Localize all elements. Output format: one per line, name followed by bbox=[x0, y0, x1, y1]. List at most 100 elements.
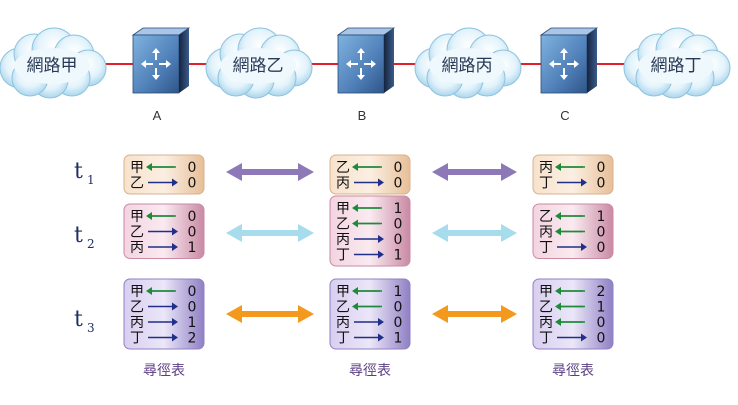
svg-text:1: 1 bbox=[394, 331, 403, 347]
svg-text:0: 0 bbox=[188, 176, 197, 192]
svg-text:0: 0 bbox=[597, 315, 606, 331]
cloud-label: 網路甲 bbox=[27, 56, 78, 76]
svg-text:0: 0 bbox=[597, 240, 606, 256]
svg-text:0: 0 bbox=[188, 209, 197, 225]
svg-text:1: 1 bbox=[188, 315, 197, 331]
svg-text:丙: 丙 bbox=[130, 240, 144, 256]
router-A: A bbox=[131, 27, 191, 123]
svg-text:甲: 甲 bbox=[130, 284, 144, 300]
svg-text:丁: 丁 bbox=[336, 248, 350, 264]
exchange-arrows bbox=[226, 163, 517, 323]
router-C: C bbox=[539, 27, 599, 123]
svg-text:0: 0 bbox=[188, 225, 197, 241]
svg-text:丙: 丙 bbox=[336, 315, 350, 331]
svg-text:丙: 丙 bbox=[130, 315, 144, 331]
network-clouds: 網路甲 網路乙 網路丙 網路丁 bbox=[0, 27, 731, 99]
svg-text:丁: 丁 bbox=[539, 240, 553, 256]
routing-table-caption: 尋徑表 bbox=[349, 363, 391, 379]
svg-text:0: 0 bbox=[394, 300, 403, 316]
svg-text:0: 0 bbox=[597, 160, 606, 176]
svg-text:丁: 丁 bbox=[539, 176, 553, 192]
cloud-label: 網路丙 bbox=[442, 56, 493, 76]
svg-text:t: t bbox=[74, 159, 83, 184]
svg-text:3: 3 bbox=[87, 321, 95, 335]
router-label: A bbox=[153, 108, 162, 123]
router-arrows-icon bbox=[141, 48, 171, 80]
svg-text:甲: 甲 bbox=[130, 160, 144, 176]
svg-text:1: 1 bbox=[394, 284, 403, 300]
routers: A B C bbox=[131, 27, 599, 123]
svg-text:丁: 丁 bbox=[130, 331, 144, 347]
svg-text:丙: 丙 bbox=[539, 225, 553, 241]
svg-text:甲: 甲 bbox=[336, 284, 350, 300]
cloud-label: 網路丁 bbox=[651, 56, 702, 76]
exchange-arrow-t1-2 bbox=[432, 163, 517, 181]
svg-text:甲: 甲 bbox=[130, 209, 144, 225]
router-B: B bbox=[336, 27, 396, 123]
svg-text:1: 1 bbox=[394, 248, 403, 264]
svg-text:1: 1 bbox=[597, 209, 606, 225]
svg-text:0: 0 bbox=[394, 217, 403, 233]
routing-table-caption: 尋徑表 bbox=[143, 363, 185, 379]
svg-text:2: 2 bbox=[188, 331, 197, 347]
exchange-arrow-t3-1 bbox=[226, 305, 314, 323]
svg-text:丙: 丙 bbox=[539, 315, 553, 331]
svg-text:丙: 丙 bbox=[336, 232, 350, 248]
svg-text:2: 2 bbox=[597, 284, 606, 300]
svg-text:丙: 丙 bbox=[336, 176, 350, 192]
svg-text:丙: 丙 bbox=[539, 160, 553, 176]
router-arrows-icon bbox=[549, 48, 579, 80]
svg-text:0: 0 bbox=[188, 284, 197, 300]
svg-text:1: 1 bbox=[394, 201, 403, 217]
routing-table-caption: 尋徑表 bbox=[552, 363, 594, 379]
routing-table-captions: 尋徑表 尋徑表 尋徑表 bbox=[143, 363, 594, 379]
svg-text:0: 0 bbox=[188, 300, 197, 316]
exchange-arrow-t2-1 bbox=[226, 224, 314, 242]
router-label: B bbox=[358, 108, 367, 123]
svg-text:乙: 乙 bbox=[539, 209, 553, 225]
svg-text:丁: 丁 bbox=[539, 331, 553, 347]
svg-text:乙: 乙 bbox=[130, 300, 144, 316]
cloud-label: 網路乙 bbox=[233, 56, 284, 76]
svg-text:乙: 乙 bbox=[539, 300, 553, 316]
cloud-4: 網路丁 bbox=[623, 27, 731, 99]
cloud-1: 網路甲 bbox=[0, 27, 107, 99]
svg-text:t: t bbox=[74, 223, 83, 248]
svg-text:乙: 乙 bbox=[336, 300, 350, 316]
svg-text:t: t bbox=[74, 307, 83, 332]
